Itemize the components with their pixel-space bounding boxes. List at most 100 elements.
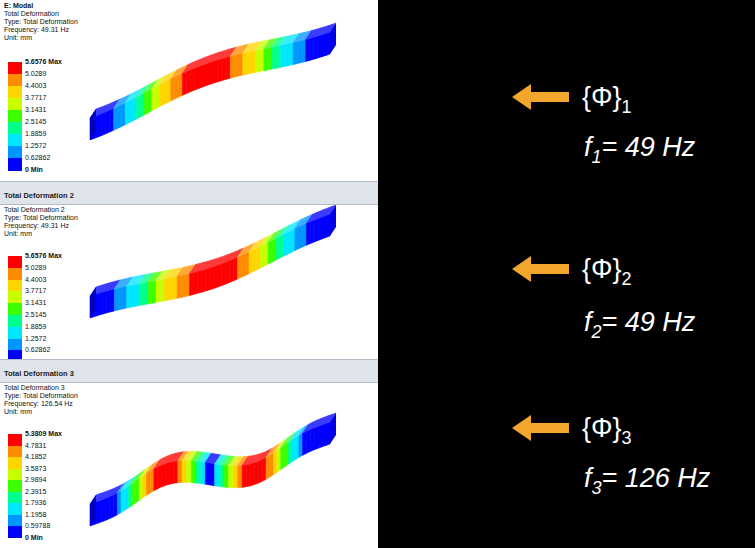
beam-front-face <box>129 99 133 123</box>
beam-front-face <box>194 67 198 91</box>
beam-front-face <box>318 425 322 449</box>
legend-swatch <box>8 515 22 527</box>
mode-label: = 49 Hz <box>602 132 696 162</box>
mode-label: = 126 Hz <box>602 463 711 493</box>
text-line: f3= 126 Hz <box>584 462 710 504</box>
mode-label: = 49 Hz <box>602 307 696 337</box>
beam-front-face <box>152 87 156 111</box>
info-text: Unit: mm <box>4 408 32 416</box>
beam-front-face <box>154 467 158 491</box>
legend-swatch <box>8 280 22 292</box>
beam-front-face <box>295 227 299 251</box>
info-text: Type: Total Deformation <box>4 392 78 400</box>
beam-front-face <box>106 110 110 134</box>
beam-front-face <box>206 62 210 85</box>
beam-end-face <box>330 205 336 236</box>
beam-front-face <box>322 423 326 446</box>
legend-value: 2.9894 <box>25 476 46 484</box>
beam-front-face <box>165 278 169 301</box>
beam-front-face <box>310 37 314 60</box>
pointer-arrow <box>512 84 569 110</box>
info-text: Frequency: 49.31 Hz <box>4 222 69 230</box>
legend-value: 0.62862 <box>25 346 50 354</box>
beam-front-face <box>310 220 314 244</box>
legend-value: 3.1431 <box>25 106 46 114</box>
beam-front-face <box>205 462 210 485</box>
legend-value: 2.5145 <box>25 311 46 319</box>
subscript: 1 <box>622 97 632 117</box>
info-text: E: Modal <box>4 2 33 10</box>
beam-front-face <box>160 279 164 302</box>
beam-front-face <box>233 466 237 488</box>
beam-front-face <box>280 234 284 258</box>
beam-front-face <box>235 54 239 77</box>
mode-label: f <box>584 463 592 493</box>
beam-front-face <box>276 236 280 260</box>
beam-front-face <box>144 282 148 305</box>
beam-front-face <box>206 268 210 291</box>
legend-swatch <box>8 303 22 315</box>
subscript: 3 <box>622 428 632 448</box>
beam-mode-shape <box>90 413 336 526</box>
beam-front-face <box>173 276 177 299</box>
beam-front-face <box>156 85 160 109</box>
beam-front-face <box>247 51 251 74</box>
text-line: {Φ}2 <box>582 253 632 295</box>
mode-label: f <box>584 307 592 337</box>
beam-front-face <box>268 240 272 264</box>
pointer-arrow <box>512 256 569 282</box>
legend-swatch <box>8 457 22 469</box>
mode-label: {Φ} <box>582 82 622 112</box>
beam-front-face <box>255 461 259 485</box>
legend-swatch <box>8 256 22 268</box>
beam-front-face <box>277 448 281 473</box>
legend-swatch <box>8 315 22 327</box>
beam-front-face <box>171 77 175 101</box>
legend-value: 3.5873 <box>25 465 46 473</box>
beam-front-face <box>123 286 127 309</box>
beam-front-face <box>150 469 154 493</box>
beam-front-face <box>214 265 218 288</box>
beam-front-face <box>218 264 222 288</box>
beam-front-face <box>119 287 123 310</box>
legend-value: 0 Min <box>25 534 43 542</box>
beam-front-face <box>175 75 179 99</box>
beam-front-face <box>285 44 289 67</box>
legend-value: 1.1958 <box>25 511 46 519</box>
beam-front-face <box>318 217 322 241</box>
beam-front-face <box>135 284 139 307</box>
beam-front-face <box>127 285 131 308</box>
legend-swatch <box>8 291 22 303</box>
info-text: Total Deformation 3 <box>4 384 65 392</box>
beam-front-face <box>257 246 261 270</box>
beam-front-face <box>139 476 143 501</box>
beam-front-face <box>306 222 310 246</box>
beam-front-face <box>98 500 102 524</box>
beam-front-face <box>226 260 230 284</box>
info-text: Frequency: 126.54 Hz <box>4 400 73 408</box>
beam-front-face <box>106 497 110 521</box>
beam-front-face <box>181 275 185 298</box>
beam-end-face <box>90 287 96 318</box>
beam-front-face <box>266 455 270 479</box>
legend-value: 5.6576 Max <box>25 58 62 66</box>
beam-front-face <box>156 280 160 303</box>
beam-front-face <box>310 428 314 452</box>
beam-front-face <box>318 35 322 58</box>
beam-front-face <box>163 81 167 105</box>
legend-value: 4.4003 <box>25 276 46 284</box>
beam-front-face <box>202 269 206 292</box>
beam-front-face <box>234 257 238 281</box>
beam-front-face <box>144 91 148 115</box>
legend-value: 4.1852 <box>25 453 46 461</box>
beam-front-face <box>314 218 318 242</box>
info-text: Type: Total Deformation <box>4 214 78 222</box>
beam-front-face <box>166 462 170 485</box>
tab-bar: Total Deformation 3 <box>0 359 378 383</box>
beam-front-face <box>121 488 125 512</box>
info-text: Total Deformation 2 <box>4 206 65 214</box>
beam-front-face <box>110 495 114 519</box>
beam-front-face <box>143 473 147 498</box>
beam-front-face <box>177 275 181 298</box>
beam-front-face <box>299 225 303 249</box>
